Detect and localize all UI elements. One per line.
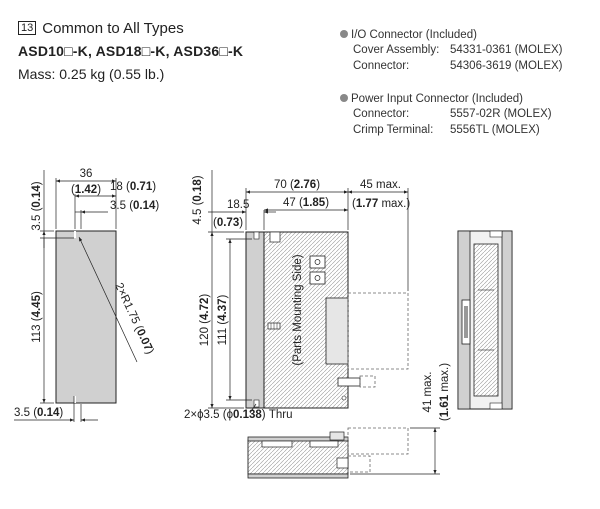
- io-row-label: Connector:: [353, 60, 410, 72]
- heatsink: [473, 243, 499, 397]
- dim-bottom-depth-in: (1.61 max.): [439, 363, 451, 421]
- section-number: 13: [18, 21, 37, 35]
- indicator-led: [269, 231, 281, 243]
- dim-side-height: 113 (4.45): [31, 291, 43, 343]
- io-row: Cover Assembly: 54331-0361 (MOLEX): [340, 44, 563, 60]
- power-row-label: Crimp Terminal:: [353, 124, 434, 136]
- dim-top-slot: 3.5 (0.14): [31, 181, 43, 230]
- connector-port: [309, 271, 326, 285]
- power-row-label: Connector:: [353, 108, 410, 120]
- io-connector-outline: [347, 292, 409, 370]
- dim-bottom-slot: 3.5 (0.14): [14, 407, 63, 419]
- dim-connector-protrusion-mm: 45 max.: [360, 179, 401, 191]
- power-connector: [337, 377, 361, 387]
- dim-front-width: 70 (2.76): [274, 179, 320, 191]
- connector-port: [309, 255, 326, 269]
- power-connector-heading: Power Input Connector (Included): [340, 93, 552, 105]
- power-connector-info: Power Input Connector (Included) Connect…: [340, 93, 552, 140]
- dim-holes: 2×ϕ3.5 (ϕ0.138) Thru: [184, 409, 292, 421]
- side-view: 36 (1.42) 18 (0.71) 3.5 (0.14) 3.5 (0.14…: [14, 168, 159, 422]
- dim-bottom-depth-mm: 41 max.: [422, 372, 434, 413]
- io-connector-heading: I/O Connector (Included): [340, 29, 563, 41]
- dim-side-width-in: (1.42): [71, 184, 101, 196]
- dim-front-inner-height: 111 (4.37): [217, 294, 229, 345]
- bottom-view: 41 max. (1.61 max.): [247, 363, 451, 479]
- dim-front-offset-mm: 18.5: [227, 199, 249, 211]
- bullet-icon: [340, 30, 348, 38]
- dim-front-offset-in: (0.73): [213, 217, 243, 229]
- io-row-value: 54331-0361 (MOLEX): [450, 44, 563, 56]
- dim-slot-center: 18 (0.71): [110, 181, 156, 193]
- dim-front-top: 4.5 (0.18): [192, 175, 204, 224]
- section-title: 13 Common to All Types: [18, 20, 184, 37]
- dim-connector-protrusion-in: (1.77 max.): [352, 198, 410, 210]
- io-row-label: Cover Assembly:: [353, 44, 440, 56]
- dim-front-inner: 47 (1.85): [283, 197, 329, 209]
- rear-view: [457, 230, 513, 410]
- model-list: ASD10□-K, ASD18□-K, ASD36□-K: [18, 43, 244, 59]
- io-connector-info: I/O Connector (Included) Cover Assembly:…: [340, 29, 563, 76]
- dim-slot-offset: 3.5 (0.14): [110, 200, 159, 212]
- power-row: Crimp Terminal: 5556TL (MOLEX): [340, 124, 552, 140]
- dim-front-height: 120 (4.72): [199, 294, 211, 347]
- power-row-value: 5557-02R (MOLEX): [450, 108, 552, 120]
- io-row: Connector: 54306-3619 (MOLEX): [340, 60, 563, 76]
- side-body: [55, 230, 117, 404]
- front-view: (Parts Mounting Side) 4.5 (0.18) 18.5 (0…: [184, 170, 410, 421]
- dim-side-width-mm: 36: [80, 168, 93, 180]
- power-row-value: 5556TL (MOLEX): [450, 124, 540, 136]
- title-text: Common to All Types: [42, 20, 184, 37]
- io-connector-body: [325, 297, 349, 365]
- io-row-value: 54306-3619 (MOLEX): [450, 60, 563, 72]
- parts-mounting-side-label: (Parts Mounting Side): [292, 254, 304, 365]
- io-heading-text: I/O Connector (Included): [351, 29, 477, 41]
- dim-radius: 2×R1.75 (0.07): [112, 281, 156, 356]
- power-heading-text: Power Input Connector (Included): [351, 93, 523, 105]
- mounting-flange: [245, 231, 265, 409]
- power-row: Connector: 5557-02R (MOLEX): [340, 108, 552, 124]
- bullet-icon: [340, 94, 348, 102]
- mass-label: Mass: 0.25 kg (0.55 lb.): [18, 66, 165, 82]
